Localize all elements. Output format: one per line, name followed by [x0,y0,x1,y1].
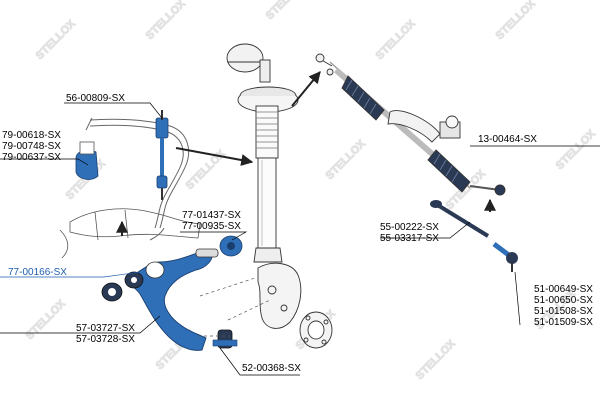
part-code: 79-00637-SX [2,152,61,163]
callout-55-group[interactable]: 55-00222-SX 55-03317-SX [380,222,439,244]
callout-52-00368[interactable]: 52-00368-SX [242,363,301,374]
part-code: 79-00748-SX [2,141,61,152]
callout-56-00809[interactable]: 56-00809-SX [66,93,125,104]
inner-tie-rod [430,200,490,238]
shock-absorber [226,43,299,263]
stabilizer-bushing [75,141,99,180]
tie-rod-end [492,242,518,272]
watermark-logo: STELLOX [374,17,419,62]
part-code: 55-00222-SX [380,222,439,233]
watermark-logo: STELLOX [414,337,459,382]
part-code: 79-00618-SX [2,130,61,141]
watermark-logo: STELLOX [144,0,189,42]
part-code: 77-00166-SX [8,267,67,278]
callout-57-group[interactable]: 57-03727-SX 57-03728-SX [76,323,135,345]
part-code: 77-00935-SX [182,221,241,232]
subframe-outline [59,208,201,259]
part-code: 55-03317-SX [380,233,439,244]
stabilizer-bar [85,117,190,241]
watermark-logo: STELLOX [34,17,79,62]
callout-77-01437-group[interactable]: 77-01437-SX 77-00935-SX [182,210,241,232]
part-code: 57-03728-SX [76,334,135,345]
part-code: 51-01508-SX [534,306,593,317]
part-code: 77-01437-SX [182,210,241,221]
part-code: 13-00464-SX [478,134,537,145]
callout-13-00464[interactable]: 13-00464-SX [478,134,537,145]
steering-knuckle [257,262,333,349]
assembly-guides [198,277,271,337]
watermark-logo: STELLOX [264,0,309,22]
left-rack-boot [341,75,385,121]
part-code: 51-00649-SX [534,284,593,295]
watermark-logo: STELLOX [24,297,69,342]
watermark-logo: STELLOX [554,127,599,172]
part-code: 52-00368-SX [242,363,301,374]
part-code: 51-00650-SX [534,295,593,306]
watermark-logo: STELLOX [494,0,539,42]
watermark-logo: STELLOX [324,137,369,182]
callout-51-group[interactable]: 51-00649-SX 51-00650-SX 51-01508-SX 51-0… [534,284,593,328]
part-code: 57-03727-SX [76,323,135,334]
part-code: 51-01509-SX [534,317,593,328]
assembly-arrows [116,71,496,236]
steering-rack [315,53,506,196]
control-arm-front-bushings [101,271,144,302]
callout-79-group[interactable]: 79-00618-SX 79-00748-SX 79-00637-SX [2,130,61,163]
callout-77-00166[interactable]: 77-00166-SX [8,267,67,278]
lower-control-arm [127,248,219,351]
stabilizer-link [155,110,169,200]
right-rack-boot [427,149,471,193]
control-arm-rear-bushing [219,235,243,257]
part-code: 56-00809-SX [66,93,125,104]
leader-lines [0,102,600,376]
ball-joint [212,329,238,349]
